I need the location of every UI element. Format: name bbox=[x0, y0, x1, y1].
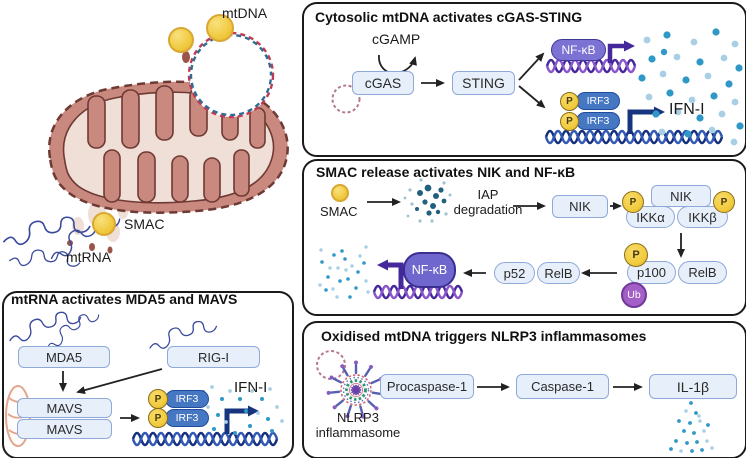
smac-label: SMAC bbox=[124, 216, 165, 232]
sting-box: STING bbox=[452, 71, 515, 95]
nfkb-pill-top: NF-κB bbox=[551, 39, 606, 61]
p52-pill: p52 bbox=[494, 262, 535, 284]
relb-pill: RelB bbox=[537, 262, 580, 284]
relb-pill: RelB bbox=[678, 261, 727, 284]
panel-title-smac: SMAC release activates NIK and NF-κB bbox=[316, 164, 576, 180]
procaspase-box: Procaspase-1 bbox=[380, 374, 474, 399]
phospho-badge: P bbox=[148, 408, 168, 428]
caspase-box: Caspase-1 bbox=[516, 374, 609, 399]
mitochondrion-illustration bbox=[47, 44, 289, 254]
smac-molecule-icon bbox=[92, 212, 116, 236]
rigi-box: RIG-I bbox=[167, 346, 260, 368]
nlrp3-line2: inflammasome bbox=[315, 424, 401, 440]
iap-line1: IAP bbox=[477, 187, 499, 202]
phospho-badge: P bbox=[560, 112, 579, 131]
irf3-pill: IRF3 bbox=[165, 409, 209, 427]
phospho-badge: P bbox=[624, 243, 648, 267]
mavs-box: MAVS bbox=[17, 419, 112, 439]
nfkb-blob-mid: NF-κB bbox=[403, 252, 456, 288]
iap-line2: degradation bbox=[453, 201, 523, 217]
nlrp3-line1: NLRP3 bbox=[337, 410, 379, 425]
il1b-box: IL-1β bbox=[649, 374, 737, 399]
panel-smac-nik bbox=[302, 159, 746, 316]
phospho-badge: P bbox=[622, 191, 644, 213]
irf3-pill: IRF3 bbox=[165, 390, 209, 408]
panel-title-mavs: mtRNA activates MDA5 and MAVS bbox=[11, 291, 238, 307]
mtdna-label: mtDNA bbox=[222, 5, 268, 21]
ifn-label-top: IFN-I bbox=[669, 101, 705, 118]
cgas-box: cGAS bbox=[352, 71, 414, 95]
phospho-badge: P bbox=[148, 389, 168, 409]
smac-label-mid: SMAC bbox=[320, 204, 358, 219]
smac-molecule-icon bbox=[168, 27, 194, 53]
mavs-box: MAVS bbox=[17, 398, 112, 418]
ifn-label-bl: IFN-I bbox=[234, 379, 268, 396]
cgamp-label: cGAMP bbox=[372, 31, 421, 47]
nik-box: NIK bbox=[552, 195, 608, 218]
iap-degradation-label: IAP degradation bbox=[440, 187, 536, 218]
p100-pill: p100 bbox=[627, 261, 676, 284]
ikkb-pill: IKKβ bbox=[677, 206, 728, 228]
panel-title-nlrp3: Oxidised mtDNA triggers NLRP3 inflammaso… bbox=[321, 328, 647, 344]
nik-complex-box: NIK bbox=[651, 185, 711, 207]
irf3-pill: IRF3 bbox=[576, 112, 620, 130]
panel-title-cgas: Cytosolic mtDNA activates cGAS-STING bbox=[315, 9, 583, 25]
mtdna-circle-icon bbox=[187, 31, 275, 119]
phospho-badge: P bbox=[713, 191, 735, 213]
cristae bbox=[87, 85, 266, 203]
irf3-pill: IRF3 bbox=[576, 92, 620, 110]
phospho-badge: P bbox=[560, 92, 579, 111]
ubiquitin-badge: Ub bbox=[621, 282, 647, 308]
smac-molecule-icon bbox=[331, 184, 349, 202]
mtrna-label: mtRNA bbox=[66, 249, 112, 265]
mda5-box: MDA5 bbox=[18, 346, 110, 368]
nlrp3-inflammasome-label: NLRP3 inflammasome bbox=[308, 410, 408, 441]
